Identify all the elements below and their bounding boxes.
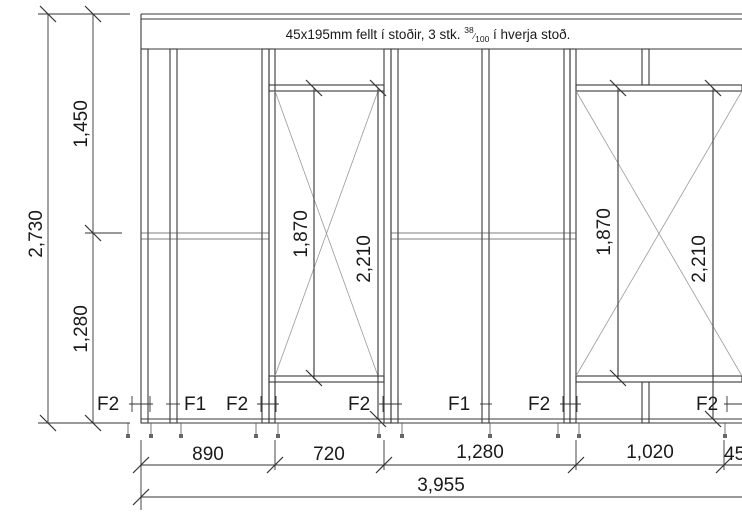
anchor-bolts <box>126 423 727 438</box>
stud-label: F2 <box>348 394 370 415</box>
opening-dimension-lines <box>313 88 714 379</box>
dim-frame-height-right: 2,210 <box>689 235 710 283</box>
dim-frame-height-left: 2,210 <box>354 235 375 283</box>
dim-opening-height-left: 1,870 <box>291 210 312 258</box>
vertical-dimension-ticks <box>39 5 102 432</box>
stud-label: F2 <box>696 394 718 415</box>
dim-segment-3: 1,280 <box>456 442 504 463</box>
dim-upper-height: 1,450 <box>71 100 92 148</box>
nogging-rails <box>141 232 576 240</box>
bottom-dimension-ticks <box>132 456 733 506</box>
dim-total-width: 3,955 <box>417 475 465 496</box>
stud-label: F2 <box>226 394 248 415</box>
opening-dimension-ticks <box>305 79 722 428</box>
dim-opening-height-right: 1,870 <box>594 208 615 256</box>
left-opening-frame <box>268 48 385 424</box>
studs <box>140 48 650 424</box>
sill-plate <box>141 418 742 424</box>
dim-segment-4: 1,020 <box>626 442 674 463</box>
dim-lower-height: 1,280 <box>71 305 92 353</box>
bottom-dimension-lines <box>140 440 742 510</box>
dim-segment-2: 720 <box>313 444 345 465</box>
header-note: 45x195mm fellt í stoðir, 3 stk. 38⁄100 í… <box>286 25 571 44</box>
stud-markers <box>129 396 742 412</box>
stud-label: F1 <box>448 394 470 415</box>
dim-segment-5: 45 <box>724 444 742 465</box>
stud-label: F2 <box>528 394 550 415</box>
vertical-dimension-lines <box>38 13 130 424</box>
stud-label: F2 <box>97 394 119 415</box>
stud-label: F1 <box>184 394 206 415</box>
stud-labels: F2 F1 F2 F2 F1 F2 F2 <box>97 394 718 415</box>
dim-total-height: 2,730 <box>26 210 47 258</box>
dim-segment-1: 890 <box>192 444 224 465</box>
